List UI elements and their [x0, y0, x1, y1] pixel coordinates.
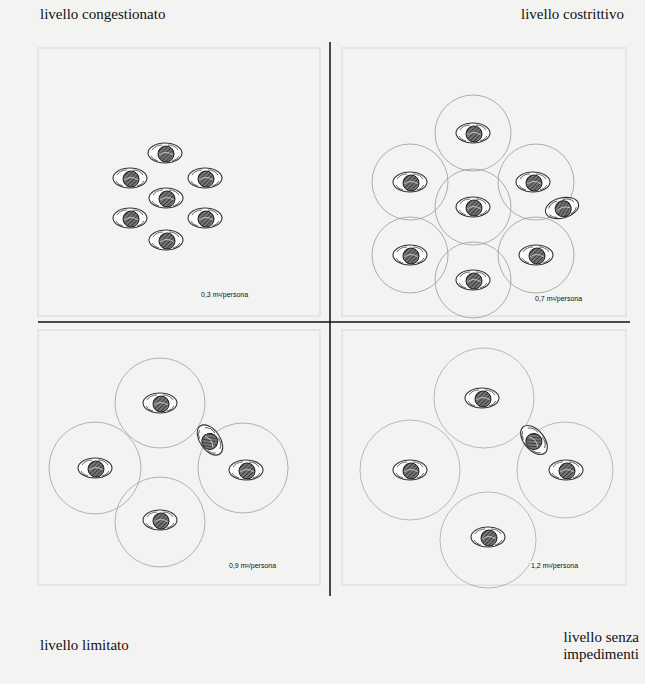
density-value: 1,2 m²/persona	[530, 561, 579, 570]
level-label: livello costrittivo	[521, 6, 624, 23]
density-value: 0,7 m²/persona	[534, 294, 583, 303]
level-label: livello limitato	[40, 637, 129, 654]
level-label: livello senza impedimenti	[535, 629, 639, 663]
level-label: livello congestionato	[40, 6, 165, 23]
density-value: 0,3 m²/persona	[200, 290, 249, 299]
density-value: 0,9 m²/persona	[228, 561, 277, 570]
